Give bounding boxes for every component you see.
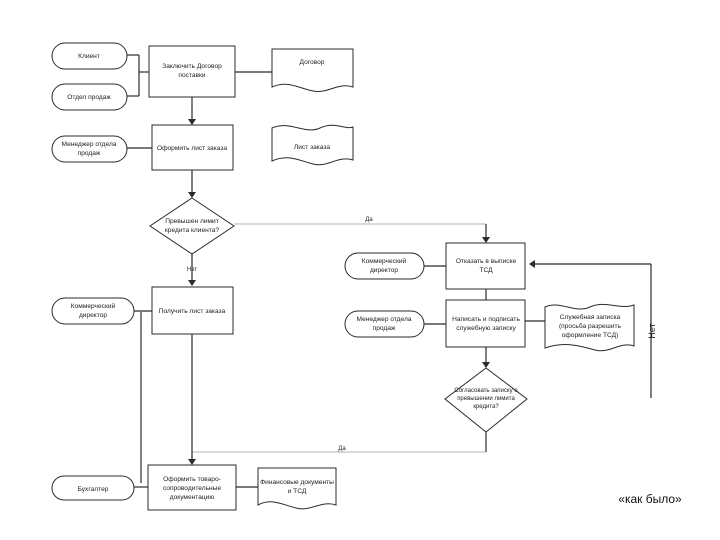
doc-order-sheet: Лист заказа xyxy=(271,124,354,166)
actor-sales-dept-label: Отдел продаж xyxy=(67,94,111,101)
actor-sales-manager-1-line1: Менеджер отдела xyxy=(62,141,117,148)
doc-memo-line1: Служебная записка xyxy=(560,313,621,321)
arrow-7 xyxy=(529,260,535,268)
doc-shipping: Финансовые документы и ТСД xyxy=(257,467,337,510)
process-write-memo-line2: служебную записку xyxy=(456,324,516,332)
diagram-caption: «как было» xyxy=(618,492,682,506)
process-order-sheet-label: Оформить лист заказа xyxy=(157,145,227,152)
doc-memo: Служебная записка (просьба разрешить офо… xyxy=(544,303,635,352)
actor-commercial-director-top: Коммерческий директор xyxy=(344,252,425,280)
decision-approve-memo-line1: Согласовать записку о xyxy=(454,388,518,394)
actor-accountant: Бухгалтер xyxy=(51,475,135,501)
decision-approve-memo-line2: превышении лимита xyxy=(457,396,515,402)
actor-sales-manager-1-line2: продаж xyxy=(78,150,101,157)
process-documents-line1: Оформить товаро- xyxy=(163,476,221,483)
actor-sales-manager-2-line2: продаж xyxy=(373,325,396,332)
actor-client-label: Клиент xyxy=(78,53,100,60)
edge-label-no-1: Нет xyxy=(187,267,197,273)
decision-limit-exceeded: Превышен лимит кредита клиента? xyxy=(149,197,235,255)
actor-sales-dept: Отдел продаж xyxy=(51,83,128,111)
process-sign-tsd-line1: Отказать в выписке xyxy=(456,258,517,265)
decision-limit-exceeded-line1: Превышен лимит xyxy=(165,218,219,225)
actor-client: Клиент xyxy=(51,42,128,70)
process-contract-line2: поставки xyxy=(178,72,206,79)
doc-memo-line2: (просьба разрешить xyxy=(559,322,622,330)
arrow-1 xyxy=(188,119,196,125)
actor-commercial-director-left: Коммерческий директор xyxy=(51,297,135,325)
process-sign-tsd-line2: ТСД xyxy=(479,267,493,274)
arrow-3 xyxy=(482,237,490,243)
arrow-4 xyxy=(188,280,196,286)
actor-commercial-director-top-line1: Коммерческий xyxy=(362,257,407,265)
process-receive-sheet-label: Получить лист заказа xyxy=(159,308,226,315)
connectors xyxy=(127,54,652,488)
decision-limit-exceeded-line2: кредита клиента? xyxy=(165,227,219,234)
process-write-memo: Написать и подписать служебную записку xyxy=(445,299,526,348)
edge-label-yes-1: Да xyxy=(365,217,373,223)
actor-sales-manager-2-line1: Менеджер отдела xyxy=(357,316,412,323)
actor-sales-manager-2: Менеджер отдела продаж xyxy=(344,310,425,338)
doc-order-sheet-label: Лист заказа xyxy=(294,144,330,151)
process-order-sheet: Оформить лист заказа xyxy=(151,124,234,171)
arrow-2 xyxy=(188,192,196,198)
doc-contract: Договор xyxy=(271,48,354,92)
process-sign-tsd: Отказать в выписке ТСД xyxy=(445,242,526,290)
decision-approve-memo-line3: кредита? xyxy=(473,404,499,410)
doc-shipping-line2: и ТСД xyxy=(288,488,307,495)
process-contract-line1: Заключить Договор xyxy=(162,63,222,70)
process-write-memo-line1: Написать и подписать xyxy=(452,316,520,323)
edge-label-yes-2: Да xyxy=(338,446,346,452)
decision-approve-memo: Согласовать записку о превышении лимита … xyxy=(444,367,528,433)
doc-contract-label: Договор xyxy=(300,59,325,66)
arrow-8 xyxy=(188,459,196,465)
process-documents-line3: документацию xyxy=(170,494,215,501)
actor-commercial-director-left-line1: Коммерческий xyxy=(71,302,116,310)
doc-shipping-line1: Финансовые документы xyxy=(260,479,334,486)
process-documents: Оформить товаро- сопроводительные докуме… xyxy=(147,464,237,511)
edge-label-no-2: Нет xyxy=(647,323,657,338)
actor-accountant-label: Бухгалтер xyxy=(78,486,109,493)
process-documents-line2: сопроводительные xyxy=(163,485,221,492)
actor-sales-manager-1: Менеджер отдела продаж xyxy=(51,135,128,163)
actor-commercial-director-left-line2: директор xyxy=(79,312,107,319)
process-receive-sheet: Получить лист заказа xyxy=(151,286,234,335)
actor-commercial-director-top-line2: директор xyxy=(370,267,398,274)
process-contract: Заключить Договор поставки xyxy=(148,45,236,98)
arrow-6 xyxy=(482,362,490,368)
doc-memo-line3: оформление ТСД) xyxy=(562,332,619,339)
